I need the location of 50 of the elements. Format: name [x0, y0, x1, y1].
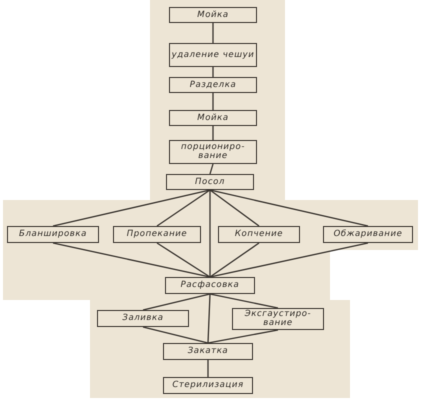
process-box	[165, 277, 255, 294]
connector-line	[207, 294, 211, 344]
step-label: Мойка	[197, 10, 229, 20]
step-label: Посол	[195, 178, 225, 186]
step-label: Бланшировка	[19, 230, 87, 239]
process-box	[166, 174, 254, 190]
process-box	[163, 343, 253, 360]
process-box	[169, 77, 257, 93]
step-label: порциониро-вание	[180, 143, 246, 161]
connector-line	[52, 189, 210, 227]
step-label: Расфасовка	[180, 281, 240, 290]
connector-line	[210, 189, 260, 227]
process-box	[169, 43, 257, 67]
process-box	[323, 226, 413, 243]
connector-line	[209, 164, 214, 174]
connector-line	[210, 242, 260, 278]
connector-line	[210, 189, 368, 227]
step-label: Обжаривание	[334, 230, 402, 239]
step-label: Разделка	[190, 80, 236, 90]
process-box	[97, 310, 189, 327]
connector-line	[208, 329, 278, 344]
connector-line	[212, 23, 214, 43]
step-label: Закатка	[188, 347, 228, 356]
connector-line	[156, 242, 210, 278]
connector-line	[142, 293, 210, 311]
process-box	[163, 377, 253, 394]
process-box	[169, 7, 257, 23]
connector-line	[212, 126, 214, 140]
step-label: Копчение	[234, 230, 284, 239]
connector-line	[212, 93, 214, 110]
step-label: Мойка	[197, 114, 229, 122]
connector-line	[210, 242, 368, 278]
step-label: Пропекание	[126, 230, 188, 239]
process-box	[232, 308, 324, 330]
connector-line	[156, 189, 210, 227]
process-box	[169, 110, 257, 126]
connector-line	[210, 293, 278, 309]
step-label: Эксгаустиро-вание	[244, 310, 312, 328]
step-label: Стерилизация	[172, 381, 244, 390]
step-label: удаление чешуи	[172, 50, 254, 60]
connector-line	[212, 67, 214, 77]
process-box	[113, 226, 201, 243]
process-box	[218, 226, 300, 243]
connector-line	[209, 190, 211, 277]
step-label: Заливка	[122, 314, 164, 323]
connector-line	[142, 326, 208, 344]
process-box	[169, 140, 257, 164]
process-box	[7, 226, 99, 243]
connector-line	[52, 242, 210, 278]
connector-line	[207, 360, 209, 377]
